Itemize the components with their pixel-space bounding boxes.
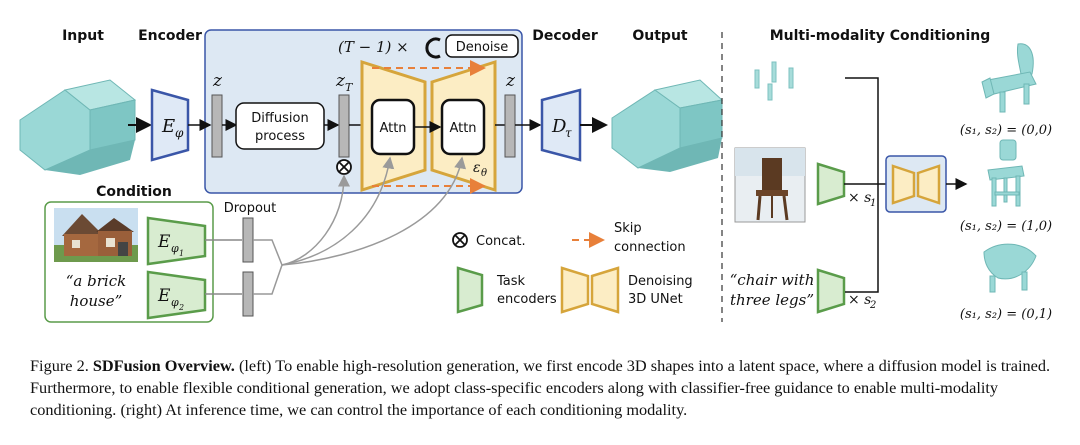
legend-unet-icon: [560, 266, 620, 314]
loop-arrow-icon: [425, 37, 441, 59]
figure-caption: Figure 2. SDFusion Overview. (left) To e…: [30, 355, 1060, 421]
z-label-2: z: [505, 71, 516, 91]
encoder-e-phi2: E φ 2: [146, 270, 207, 320]
dropout-bar-2: [242, 271, 254, 317]
text-task-encoder: [816, 268, 846, 314]
svg-text:D: D: [551, 116, 567, 137]
diffusion-line1: Diffusion: [251, 111, 308, 126]
denoising-unet: [360, 59, 497, 193]
chair-text-1: “chair with: [730, 271, 815, 289]
label-condition: Condition: [96, 184, 172, 200]
label-input: Input: [62, 28, 104, 44]
output-chair-1: [981, 43, 1037, 113]
encoder-e-phi: E φ: [150, 88, 190, 162]
legend-unet-1: Denoising: [628, 274, 693, 289]
legend-task-2: encoders: [497, 292, 557, 307]
label-decoder: Decoder: [532, 28, 598, 44]
conditioning-merge-lines: [844, 77, 886, 293]
s1-label: × s: [848, 190, 871, 206]
label-encoder: Encoder: [138, 28, 202, 44]
svg-text:E: E: [157, 232, 171, 252]
svg-text:φ: φ: [175, 126, 184, 140]
zt-label: z: [335, 71, 346, 91]
image-task-encoder: [816, 162, 846, 206]
epsilon-sub: θ: [481, 168, 487, 179]
right-unet-icon: [891, 164, 941, 205]
chair-text-2: three legs”: [730, 291, 814, 309]
dropout-merge-lines: [253, 239, 283, 295]
caption-prefix: Figure 2.: [30, 356, 93, 375]
legend-concat: Concat.: [476, 234, 526, 249]
svg-text:φ: φ: [171, 296, 179, 309]
label-dropout: Dropout: [224, 201, 277, 216]
svg-text:E: E: [161, 116, 175, 137]
encoder-e-phi1: E φ 1: [146, 216, 207, 266]
legend-task-encoder-icon: [456, 266, 484, 314]
denoise-box: [445, 34, 519, 58]
brick-house-image: [54, 208, 138, 262]
latent-z-bar-1: [211, 94, 223, 158]
svg-text:τ: τ: [565, 126, 572, 140]
dropout-bar-1: [242, 217, 254, 263]
diffusion-process-box: [235, 102, 325, 150]
decoder-d-tau: D τ: [540, 88, 582, 162]
epsilon-label: ε: [473, 160, 481, 176]
legend-skip-2: connection: [614, 240, 686, 255]
brick-house-text-2: house”: [70, 292, 123, 310]
latent-z-bar-2: [504, 94, 516, 158]
legend-skip-1: Skip: [614, 221, 642, 236]
s2-sub: 2: [869, 300, 876, 311]
concat-symbol: [336, 159, 352, 175]
svg-text:E: E: [157, 286, 171, 306]
caption-title: SDFusion Overview.: [92, 356, 235, 375]
sdfusion-diagram: Input Encoder Decoder Output Multi-modal…: [19, 28, 1052, 323]
legend-unet-2: 3D UNet: [628, 292, 683, 307]
latent-zt-bar: [338, 94, 350, 158]
conditioning-curves: [281, 156, 467, 266]
s1-sub: 1: [870, 198, 876, 209]
svg-text:φ: φ: [171, 242, 179, 255]
attn-label-2: Attn: [449, 121, 476, 136]
s2-label: × s: [848, 292, 871, 308]
z-label-1: z: [212, 71, 223, 91]
diffusion-line2: process: [255, 129, 305, 144]
output-chair-2-label: (s₁, s₂) = (1,0): [960, 219, 1052, 234]
label-multi-modality: Multi-modality Conditioning: [770, 28, 991, 44]
output-chair-1-label: (s₁, s₂) = (0,0): [960, 123, 1052, 138]
output-chair-2: [987, 139, 1025, 207]
legend-concat-symbol: [452, 232, 468, 248]
attn-label-1: Attn: [379, 121, 406, 136]
chair-photo: [734, 147, 806, 223]
output-chair-3-label: (s₁, s₂) = (0,1): [960, 307, 1052, 322]
output-chair-3: [983, 243, 1037, 293]
brick-house-text-1: “a brick: [66, 272, 126, 290]
output-house-shape: [611, 79, 724, 172]
partial-shape-pillars: [754, 61, 794, 101]
denoise-label: Denoise: [456, 40, 509, 55]
svg-text:2: 2: [178, 303, 184, 312]
repeat-label: (T − 1) ×: [338, 38, 409, 56]
svg-text:1: 1: [179, 249, 184, 258]
input-house-shape: [19, 79, 137, 175]
label-output: Output: [632, 28, 688, 44]
legend-task-1: Task: [496, 274, 526, 289]
caption-body: (left) To enable high-resolution generat…: [30, 356, 1051, 419]
zt-sub: T: [345, 81, 354, 94]
